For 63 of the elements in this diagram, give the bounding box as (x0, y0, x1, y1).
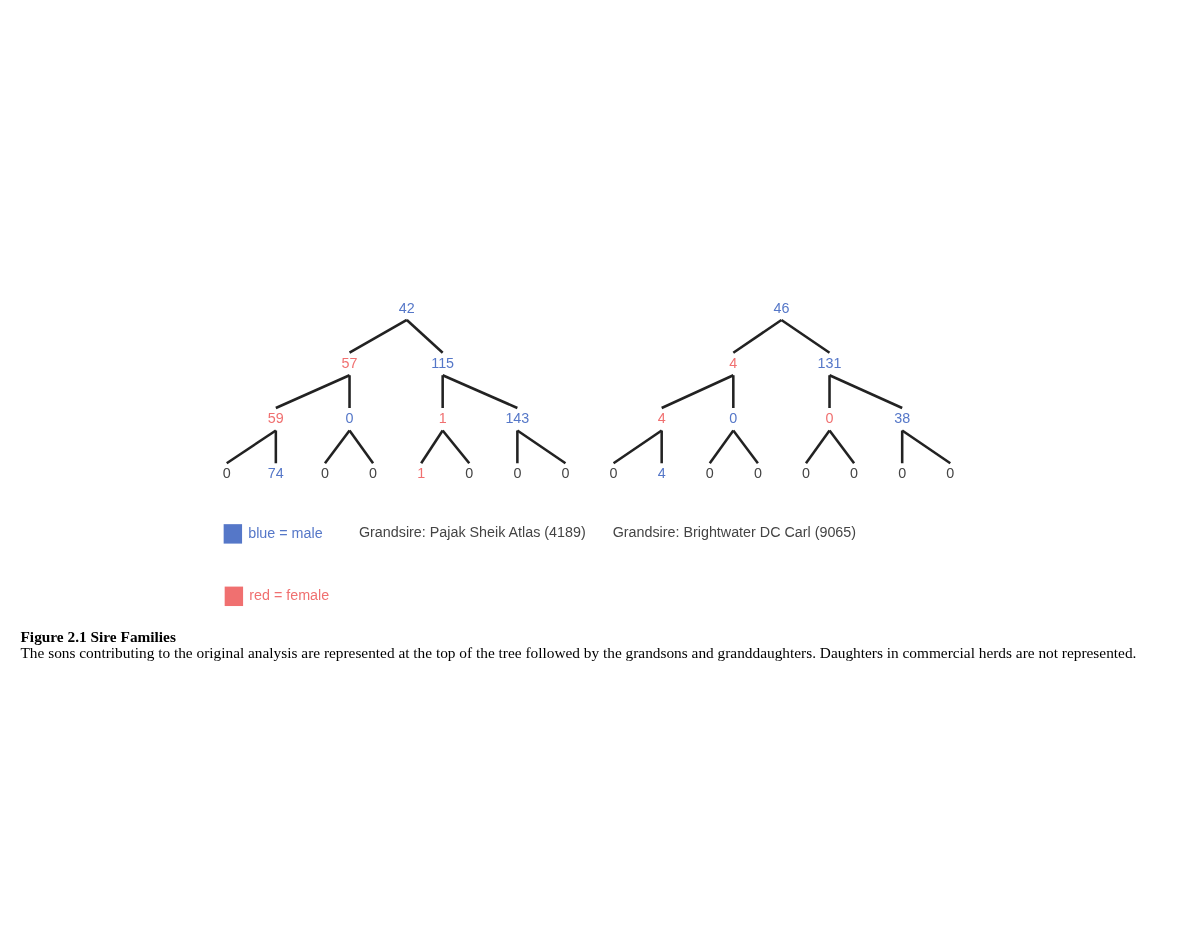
connector (348, 375, 351, 408)
legend-label: blue = male (248, 524, 323, 541)
connector (275, 374, 351, 410)
node-text: 0 (222, 465, 231, 482)
node-text: 59 (267, 410, 284, 427)
node-text: 143 (505, 410, 530, 427)
node-text: 0 (465, 465, 474, 482)
node-text: 0 (753, 465, 762, 482)
node-text: 4 (657, 410, 666, 427)
label: Grandsire: Pajak Sheik Atlas (4189) (358, 524, 586, 541)
node-text: 0 (320, 465, 329, 482)
node-text: 74 (267, 465, 284, 482)
connector (420, 429, 444, 464)
node-text: 0 (850, 465, 859, 482)
node-text: 0 (705, 465, 714, 482)
label: Grandsire: Brightwater DC Carl (9065) (612, 524, 857, 541)
node-text: 57 (341, 354, 358, 371)
node-text: 0 (946, 465, 955, 482)
node-text: 38 (894, 410, 911, 427)
connector (274, 430, 278, 464)
connector (829, 374, 903, 410)
node-text: 0 (513, 465, 522, 482)
connector (732, 375, 735, 408)
connector (660, 430, 663, 464)
node-text: 0 (729, 410, 738, 427)
node-text: 42 (398, 299, 415, 316)
connector (804, 429, 831, 464)
node-text: 46 (773, 299, 790, 316)
connector (828, 429, 856, 465)
node-text: 0 (369, 465, 378, 482)
connector (348, 429, 375, 464)
connector (661, 374, 734, 410)
connector (732, 318, 783, 354)
node-text: 4 (729, 354, 738, 371)
connector (226, 429, 277, 465)
connector (900, 430, 904, 464)
node-text: 1 (417, 465, 426, 482)
connector (901, 429, 951, 465)
connector (612, 429, 663, 465)
node-text: 0 (898, 465, 907, 482)
connector (441, 375, 444, 408)
node-text: 4 (657, 465, 666, 482)
node-text: 1 (438, 410, 447, 427)
connector (516, 429, 567, 465)
connector (516, 430, 519, 464)
node-text: 0 (802, 465, 810, 482)
connector (441, 429, 471, 465)
connector (828, 375, 831, 408)
connector (348, 318, 408, 354)
legend-label: red = female (249, 587, 330, 604)
connector (732, 429, 759, 465)
node-text: 0 (561, 465, 570, 482)
diagram-title: Figure 2.1 Sire Families (20, 628, 176, 646)
connector (442, 374, 518, 410)
node-text: 115 (431, 354, 455, 371)
connector (780, 318, 831, 354)
node-text: 0 (609, 465, 618, 482)
connector (405, 319, 444, 354)
node-text: 131 (817, 354, 842, 371)
node-text: 0 (825, 410, 834, 427)
node-text: 0 (345, 410, 354, 427)
connector (708, 429, 735, 464)
connector (323, 429, 351, 465)
